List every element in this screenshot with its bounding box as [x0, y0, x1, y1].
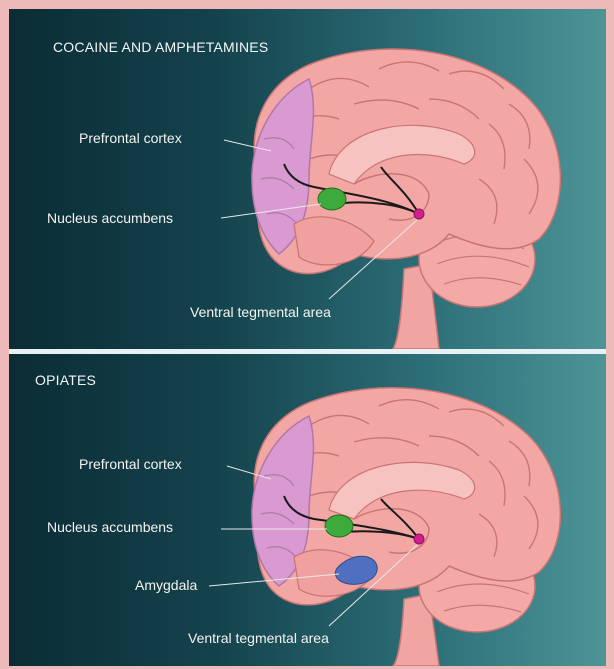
label-nucleus-accumbens: Nucleus accumbens	[47, 519, 173, 535]
label-prefrontal-cortex: Prefrontal cortex	[79, 130, 182, 146]
brain-illustration	[9, 354, 606, 666]
panel-cocaine-amphetamines: COCAINE AND AMPHETAMINES Prefrontal cort…	[9, 9, 606, 349]
ventral-tegmental-area-dot	[414, 209, 424, 219]
brain-illustration	[9, 9, 606, 349]
label-prefrontal-cortex: Prefrontal cortex	[79, 456, 182, 472]
ventral-tegmental-area-dot	[414, 534, 424, 544]
panel-title: COCAINE AND AMPHETAMINES	[53, 39, 268, 55]
label-ventral-tegmental-area: Ventral tegmental area	[188, 630, 329, 646]
panel-opiates: OPIATES Prefrontal cortex Nucleus accumb…	[9, 354, 606, 666]
label-amygdala: Amygdala	[135, 577, 197, 593]
panel-title: OPIATES	[35, 372, 96, 388]
nucleus-accumbens-region	[318, 188, 346, 210]
label-nucleus-accumbens: Nucleus accumbens	[47, 210, 173, 226]
label-ventral-tegmental-area: Ventral tegmental area	[190, 304, 331, 320]
nucleus-accumbens-region	[325, 515, 353, 537]
